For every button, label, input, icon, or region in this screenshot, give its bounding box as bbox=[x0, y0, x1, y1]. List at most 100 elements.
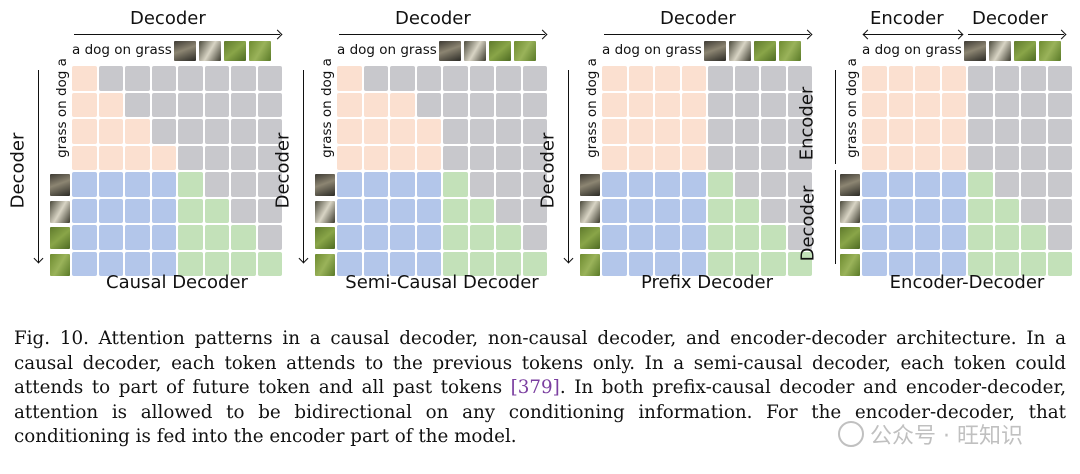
image-token-thumb bbox=[580, 200, 600, 223]
image-token-thumb bbox=[315, 253, 335, 276]
decoder-arrow bbox=[74, 34, 280, 35]
attention-cell bbox=[390, 119, 415, 144]
attention-cell bbox=[151, 251, 176, 276]
decoder-arrow bbox=[339, 34, 545, 35]
attention-cell bbox=[72, 92, 97, 117]
attention-cell bbox=[416, 119, 441, 144]
attention-cell bbox=[708, 198, 733, 223]
attention-cell bbox=[1047, 198, 1072, 223]
top-label: Decoder bbox=[972, 8, 1048, 29]
attention-cell bbox=[125, 198, 150, 223]
attention-cell bbox=[125, 251, 150, 276]
attention-cell bbox=[941, 198, 966, 223]
attention-cell bbox=[602, 92, 627, 117]
attention-cell bbox=[941, 145, 966, 170]
arrow-head bbox=[563, 253, 574, 264]
attention-cell bbox=[72, 145, 97, 170]
image-token-thumb bbox=[464, 41, 486, 61]
attention-cell bbox=[98, 225, 123, 250]
attention-cell bbox=[257, 198, 282, 223]
attention-cell bbox=[888, 172, 913, 197]
attention-cell bbox=[602, 66, 627, 91]
left-label: Decoder bbox=[797, 185, 819, 262]
attention-cell bbox=[443, 198, 468, 223]
attention-cell bbox=[1047, 66, 1072, 91]
attention-cell bbox=[72, 251, 97, 276]
attention-cell bbox=[628, 251, 653, 276]
attention-cell bbox=[968, 145, 993, 170]
attention-cell bbox=[761, 225, 786, 250]
attention-cell bbox=[151, 119, 176, 144]
attention-cell bbox=[416, 251, 441, 276]
image-token-thumb bbox=[50, 174, 70, 196]
attention-cell bbox=[416, 225, 441, 250]
attention-cell bbox=[337, 145, 362, 170]
attention-cell bbox=[72, 172, 97, 197]
attention-cell bbox=[761, 119, 786, 144]
attention-cell bbox=[761, 172, 786, 197]
attention-cell bbox=[98, 66, 123, 91]
row-tokens: grass on dog a bbox=[843, 58, 860, 158]
attention-cell bbox=[888, 119, 913, 144]
attention-cell bbox=[522, 251, 547, 276]
panel-title: Semi-Causal Decoder bbox=[345, 272, 539, 293]
decoder-v-arrow bbox=[38, 70, 39, 262]
attention-cell bbox=[761, 145, 786, 170]
attention-cell bbox=[787, 92, 812, 117]
attention-cell bbox=[469, 251, 494, 276]
decoder-v-arrow bbox=[568, 70, 569, 262]
attention-cell bbox=[496, 225, 521, 250]
image-token-thumb bbox=[514, 41, 536, 61]
attention-cell bbox=[681, 251, 706, 276]
attention-cell bbox=[628, 225, 653, 250]
attention-cell bbox=[257, 251, 282, 276]
image-token-thumb bbox=[779, 41, 801, 61]
row-tokens: grass on dog a bbox=[318, 58, 335, 158]
encoder-v-arrow bbox=[835, 70, 836, 164]
attention-cell bbox=[602, 172, 627, 197]
attention-cell bbox=[416, 92, 441, 117]
arrow-head bbox=[953, 29, 964, 40]
attention-cell bbox=[151, 66, 176, 91]
attention-cell bbox=[522, 172, 547, 197]
attention-cell bbox=[178, 172, 203, 197]
attention-cell bbox=[1047, 92, 1072, 117]
image-token-thumb bbox=[489, 41, 511, 61]
top-label: Decoder bbox=[395, 8, 471, 29]
attention-cell bbox=[443, 225, 468, 250]
attention-cell bbox=[915, 198, 940, 223]
attention-cell bbox=[522, 198, 547, 223]
image-token-thumb bbox=[754, 41, 776, 61]
attention-cell bbox=[681, 225, 706, 250]
attention-cell bbox=[941, 251, 966, 276]
arrow-head bbox=[33, 253, 44, 264]
image-token-thumb bbox=[439, 41, 461, 61]
attention-cell bbox=[363, 172, 388, 197]
attention-cell bbox=[496, 251, 521, 276]
attention-cell bbox=[72, 198, 97, 223]
attention-cell bbox=[655, 225, 680, 250]
attention-cell bbox=[496, 92, 521, 117]
attention-cell bbox=[862, 225, 887, 250]
attention-cell bbox=[178, 251, 203, 276]
attention-cell bbox=[1021, 225, 1046, 250]
attention-cell bbox=[151, 198, 176, 223]
attention-cell bbox=[443, 66, 468, 91]
attention-cell bbox=[862, 92, 887, 117]
attention-cell bbox=[257, 172, 282, 197]
caption-ref[interactable]: [379] bbox=[510, 377, 560, 398]
attention-cell bbox=[968, 66, 993, 91]
attention-cell bbox=[734, 66, 759, 91]
attention-cell bbox=[337, 66, 362, 91]
watermark-text: 公众号 · 旺知识 bbox=[870, 424, 1023, 449]
attention-cell bbox=[1047, 225, 1072, 250]
attention-cell bbox=[708, 251, 733, 276]
image-token-thumb bbox=[50, 227, 70, 249]
attention-cell bbox=[522, 66, 547, 91]
attention-cell bbox=[204, 92, 229, 117]
